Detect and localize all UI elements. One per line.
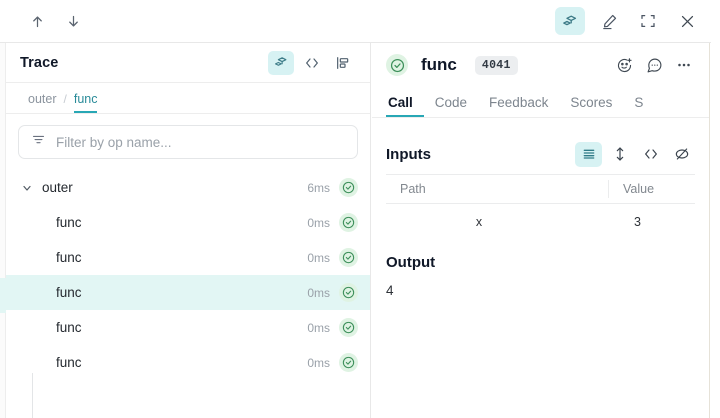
close-icon[interactable]: [672, 7, 702, 35]
filter-container: Filter by op name...: [6, 114, 370, 168]
call-detail-tabs: Call Code Feedback Scores S: [372, 87, 709, 118]
stacked-layers-icon[interactable]: [555, 7, 585, 35]
status-success-icon: [339, 178, 358, 197]
expand-rows-icon[interactable]: [606, 142, 633, 167]
trace-tree: outer 6ms func 0ms func: [6, 168, 370, 418]
toolbar-nav-group: [26, 7, 84, 35]
fullscreen-icon[interactable]: [633, 7, 663, 35]
output-value: 4: [386, 283, 394, 298]
trace-row-label: func: [56, 285, 82, 300]
hide-empty-icon[interactable]: [668, 142, 695, 167]
status-success-icon: [386, 54, 408, 76]
trace-row-duration: 0ms: [307, 355, 330, 370]
trace-row-label: func: [56, 355, 82, 370]
list-view-icon[interactable]: [575, 141, 602, 167]
add-reaction-icon[interactable]: [613, 54, 635, 76]
trace-row-duration: 0ms: [307, 250, 330, 265]
status-success-icon: [339, 318, 358, 337]
breadcrumb-item-func[interactable]: func: [73, 92, 98, 113]
status-success-icon: [339, 248, 358, 267]
flame-chart-icon[interactable]: [330, 51, 356, 75]
status-success-icon: [339, 213, 358, 232]
code-view-icon[interactable]: [637, 142, 664, 167]
tab-call[interactable]: Call: [386, 95, 424, 117]
trace-row-duration: 0ms: [307, 285, 330, 300]
trace-row-func-4[interactable]: func 0ms: [6, 310, 370, 345]
output-section-header: Output: [372, 240, 709, 271]
sidebar-selection-indicator: [0, 278, 6, 313]
trace-row-duration: 6ms: [307, 180, 330, 195]
tab-scores[interactable]: Scores: [570, 95, 613, 110]
status-success-icon: [339, 283, 358, 302]
call-detail-panel: func 4041: [372, 43, 710, 418]
tab-feedback[interactable]: Feedback: [489, 95, 549, 110]
trace-row-label: func: [56, 320, 82, 335]
breadcrumb: outer / func: [6, 83, 370, 114]
comment-icon[interactable]: [643, 54, 665, 76]
more-options-icon[interactable]: [673, 54, 695, 76]
trace-row-outer[interactable]: outer 6ms: [6, 170, 370, 205]
filter-input-wrapper[interactable]: Filter by op name...: [18, 125, 358, 159]
trace-row-label: func: [56, 215, 82, 230]
tab-code[interactable]: Code: [434, 95, 468, 110]
chevron-down-icon[interactable]: [20, 181, 34, 195]
call-actions: [613, 54, 695, 76]
tree-guide-line: [32, 373, 33, 418]
trace-row-func-5[interactable]: func 0ms: [6, 345, 370, 380]
inputs-table: Path Value x 3: [386, 174, 695, 240]
trace-row-func-1[interactable]: func 0ms: [6, 205, 370, 240]
breadcrumb-item-outer[interactable]: outer: [28, 92, 57, 106]
trace-panel: Trace: [6, 43, 371, 418]
call-id-badge[interactable]: 4041: [474, 55, 518, 75]
right-edge-gutter: [711, 0, 720, 418]
cell-value: 3: [634, 215, 641, 229]
table-row[interactable]: x 3: [386, 204, 695, 240]
cell-path: x: [475, 215, 483, 229]
trace-view-switcher: [268, 50, 356, 75]
inputs-table-header: Path Value: [386, 174, 695, 204]
trace-panel-header: Trace: [6, 43, 370, 83]
filter-icon: [31, 132, 46, 152]
stacked-layers-icon[interactable]: [268, 50, 294, 75]
call-name: func: [421, 55, 457, 74]
pen-highlight-icon[interactable]: [594, 7, 624, 35]
filter-input[interactable]: Filter by op name...: [56, 134, 172, 150]
status-success-icon: [339, 353, 358, 372]
arrow-up-icon[interactable]: [26, 7, 48, 35]
trace-row-duration: 0ms: [307, 215, 330, 230]
inputs-view-switcher: [575, 141, 695, 167]
toolbar-action-group: [555, 7, 702, 35]
arrow-down-icon[interactable]: [62, 7, 84, 35]
trace-panel-title: Trace: [20, 54, 59, 71]
trace-row-func-3[interactable]: func 0ms: [6, 275, 370, 310]
breadcrumb-separator: /: [63, 92, 67, 106]
trace-row-func-2[interactable]: func 0ms: [6, 240, 370, 275]
column-header-path: Path: [400, 182, 426, 196]
top-toolbar: [0, 0, 720, 43]
trace-row-label: outer: [42, 180, 73, 195]
column-header-value: Value: [608, 180, 695, 198]
call-detail-header: func 4041: [372, 43, 709, 87]
inputs-section-header: Inputs: [372, 134, 709, 174]
inputs-title: Inputs: [386, 145, 431, 163]
tab-summary-truncated[interactable]: S: [634, 95, 644, 110]
trace-row-label: func: [56, 250, 82, 265]
output-title: Output: [386, 254, 436, 271]
sidebar-edge-strip: [0, 43, 6, 418]
code-brackets-icon[interactable]: [299, 51, 325, 75]
trace-row-duration: 0ms: [307, 320, 330, 335]
